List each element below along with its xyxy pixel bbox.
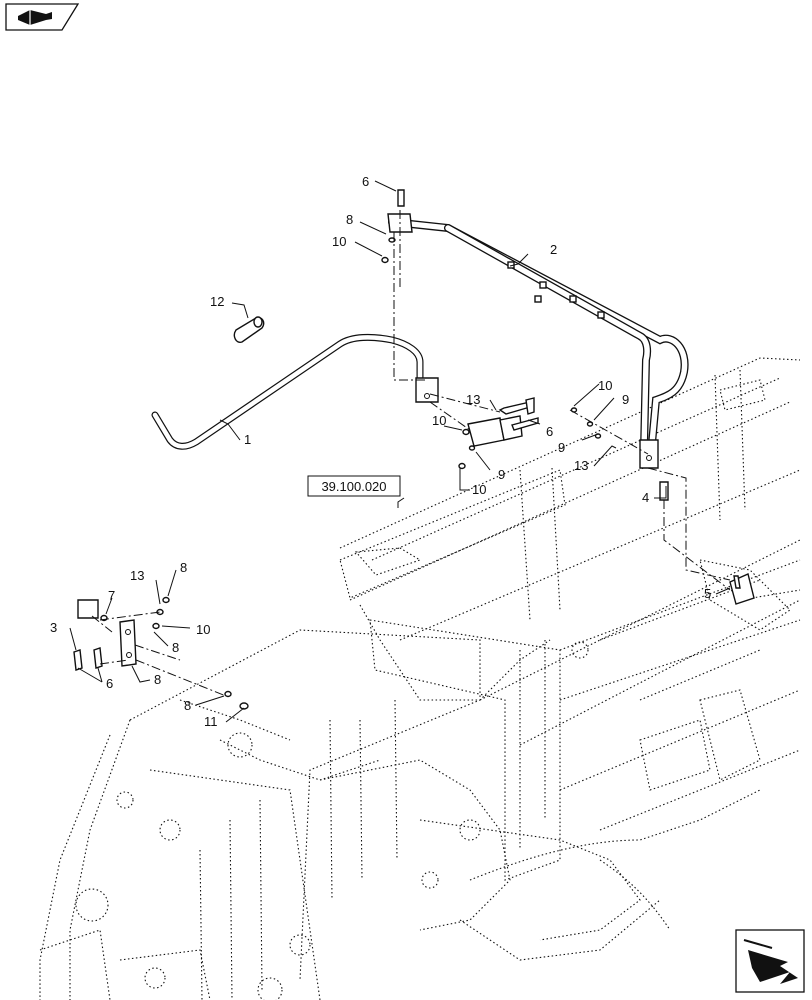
callout-9: 10: [432, 413, 446, 428]
page-back-icon[interactable]: [5, 3, 80, 31]
callout-6: 6: [362, 174, 369, 189]
callout-6: 6: [106, 676, 113, 691]
callout-12: 13: [574, 458, 588, 473]
callout-6: 6: [546, 424, 553, 439]
callout-10: 10: [332, 234, 346, 249]
callout-8: 9: [498, 467, 505, 482]
callout-2: 2: [550, 242, 557, 257]
callout-10: 10: [598, 378, 612, 393]
callout-4: 4: [642, 490, 649, 505]
sleeve-part-11: [233, 316, 265, 343]
callout-3: 8: [154, 672, 161, 687]
guard-rail-part-2: [387, 213, 689, 469]
callout-9: 9: [558, 440, 565, 455]
guard-rail-part-1: [66, 280, 439, 619]
callout-10: 10: [472, 482, 486, 497]
bracket-part-4: [659, 481, 669, 501]
callout-13: 13: [130, 568, 144, 583]
reference-label: 39.100.020: [321, 479, 386, 494]
callout-8: 8: [172, 640, 179, 655]
reference-box[interactable]: 39.100.020: [307, 475, 401, 497]
callout-10: 11: [204, 714, 218, 729]
callout-8: 9: [622, 392, 629, 407]
callout-8: 8: [184, 698, 191, 713]
bracket-part-5: [729, 573, 755, 605]
callout-9: 8: [180, 560, 187, 575]
callout-10: 10: [196, 622, 210, 637]
bracket-part-3: [119, 619, 137, 667]
leader-lines: [69, 180, 731, 723]
callout-13: 13: [466, 392, 480, 407]
callout-5: 5: [704, 586, 711, 601]
callout-7: 7: [108, 588, 115, 603]
callout-labels: 6 8 10 2 12 1 10 9 9 13 13 6 10 9 10 4 5…: [50, 174, 711, 729]
callout-1: 1: [244, 432, 251, 447]
page-forward-icon[interactable]: [735, 929, 805, 993]
assembly-lines: [91, 210, 731, 697]
callout-11: 12: [210, 294, 224, 309]
callout-8: 8: [346, 212, 353, 227]
machine-frame: [39, 357, 801, 1000]
callout-13: 3: [50, 620, 57, 635]
mount-block-top: [467, 415, 523, 447]
fasteners: [73, 189, 741, 710]
